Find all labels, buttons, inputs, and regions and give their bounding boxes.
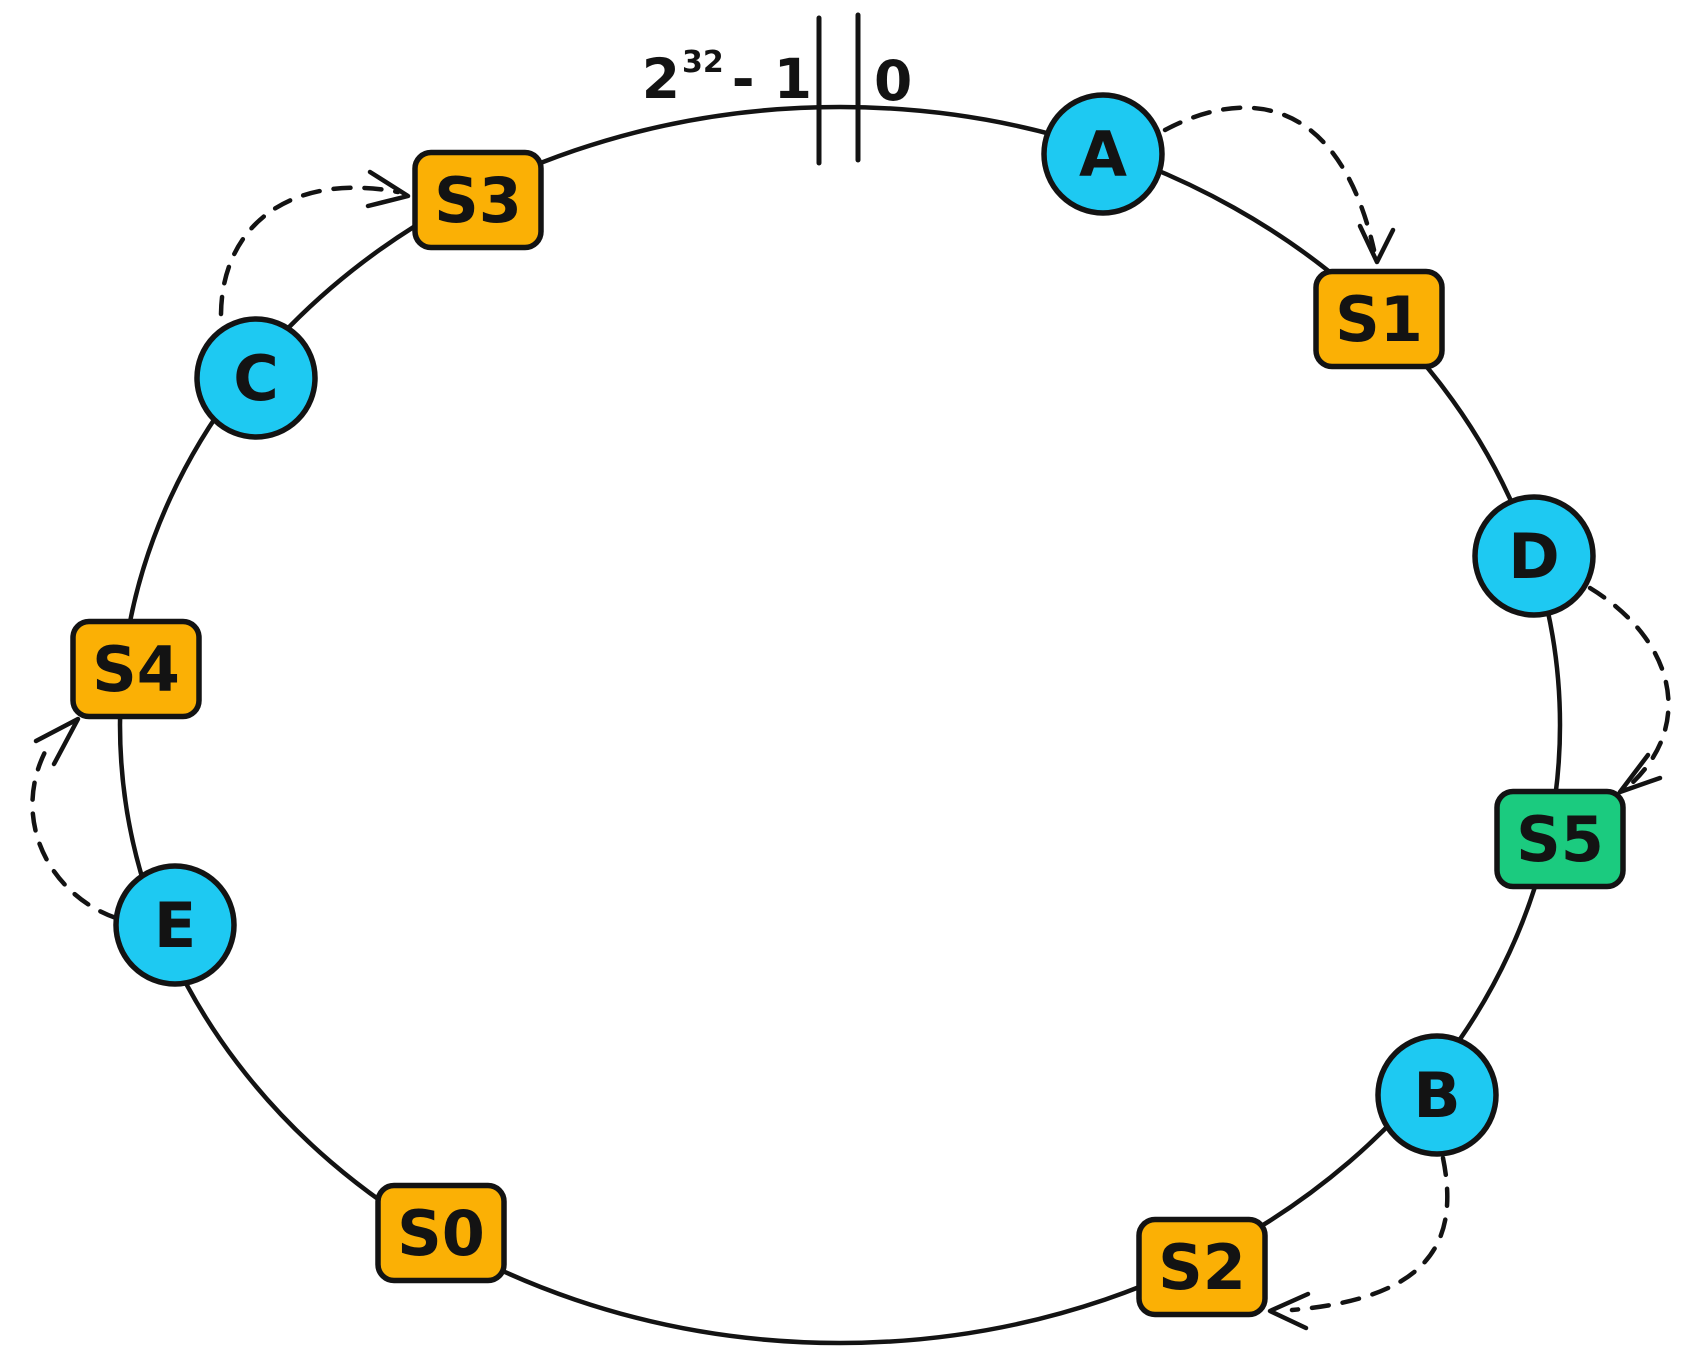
key-node-circle xyxy=(113,863,237,987)
key-node-c: C xyxy=(194,316,318,440)
server-node-box xyxy=(1136,1216,1268,1318)
server-node-label: S3 xyxy=(434,164,522,237)
server-node-box xyxy=(1494,788,1626,890)
server-node-label: S5 xyxy=(1516,803,1604,876)
server-node-label: S0 xyxy=(397,1197,485,1270)
mapping-arrow-curve xyxy=(1289,1155,1450,1313)
ring-max-value-label: 232- 1 xyxy=(642,45,812,111)
server-node-s2: S2 xyxy=(1136,1216,1268,1318)
mapping-arrow-curve xyxy=(1162,105,1377,253)
key-node-label: D xyxy=(1508,520,1559,593)
ring-zero-label: 0 xyxy=(874,49,912,113)
key-node-circle xyxy=(194,316,318,440)
server-node-label: S1 xyxy=(1335,283,1423,356)
mapping-arrow-d-to-s5 xyxy=(1587,585,1671,795)
mapping-arrow-c-to-s3 xyxy=(218,169,411,317)
key-node-circle xyxy=(1472,494,1596,618)
arrowhead-icon xyxy=(365,169,411,209)
key-node-d: D xyxy=(1472,494,1596,618)
key-node-label: C xyxy=(233,342,279,415)
key-node-label: E xyxy=(154,889,196,962)
arrowhead-icon xyxy=(33,716,81,767)
key-node-circle xyxy=(1041,92,1165,216)
key-node-label: B xyxy=(1413,1059,1460,1132)
key-node-circle xyxy=(1375,1033,1499,1157)
hash-ring xyxy=(117,104,1563,1346)
arrowhead-icon xyxy=(1357,223,1396,265)
server-node-box xyxy=(70,618,202,720)
arrowhead-icon xyxy=(1617,752,1663,795)
server-node-s3: S3 xyxy=(412,149,544,251)
server-node-label: S4 xyxy=(92,633,180,706)
key-node-e: E xyxy=(113,863,237,987)
mapping-arrow-curve xyxy=(218,185,401,317)
server-node-s1: S1 xyxy=(1313,268,1445,370)
server-node-box xyxy=(1313,268,1445,370)
key-node-b: B xyxy=(1375,1033,1499,1157)
server-node-s0: S0 xyxy=(375,1182,507,1284)
arrowhead-icon xyxy=(1267,1291,1311,1331)
server-node-s4: S4 xyxy=(70,618,202,720)
server-node-s5: S5 xyxy=(1494,788,1626,890)
mapping-arrow-curve xyxy=(30,747,119,921)
mapping-arrow-e-to-s4 xyxy=(30,716,119,921)
mapping-arrow-curve xyxy=(1587,585,1671,788)
mapping-arrow-b-to-s2 xyxy=(1267,1155,1450,1331)
mapping-arrow-a-to-s1 xyxy=(1162,105,1396,265)
key-node-a: A xyxy=(1041,92,1165,216)
server-node-box xyxy=(412,149,544,251)
server-node-box xyxy=(375,1182,507,1284)
key-node-label: A xyxy=(1079,118,1127,191)
server-node-label: S2 xyxy=(1158,1231,1246,1304)
